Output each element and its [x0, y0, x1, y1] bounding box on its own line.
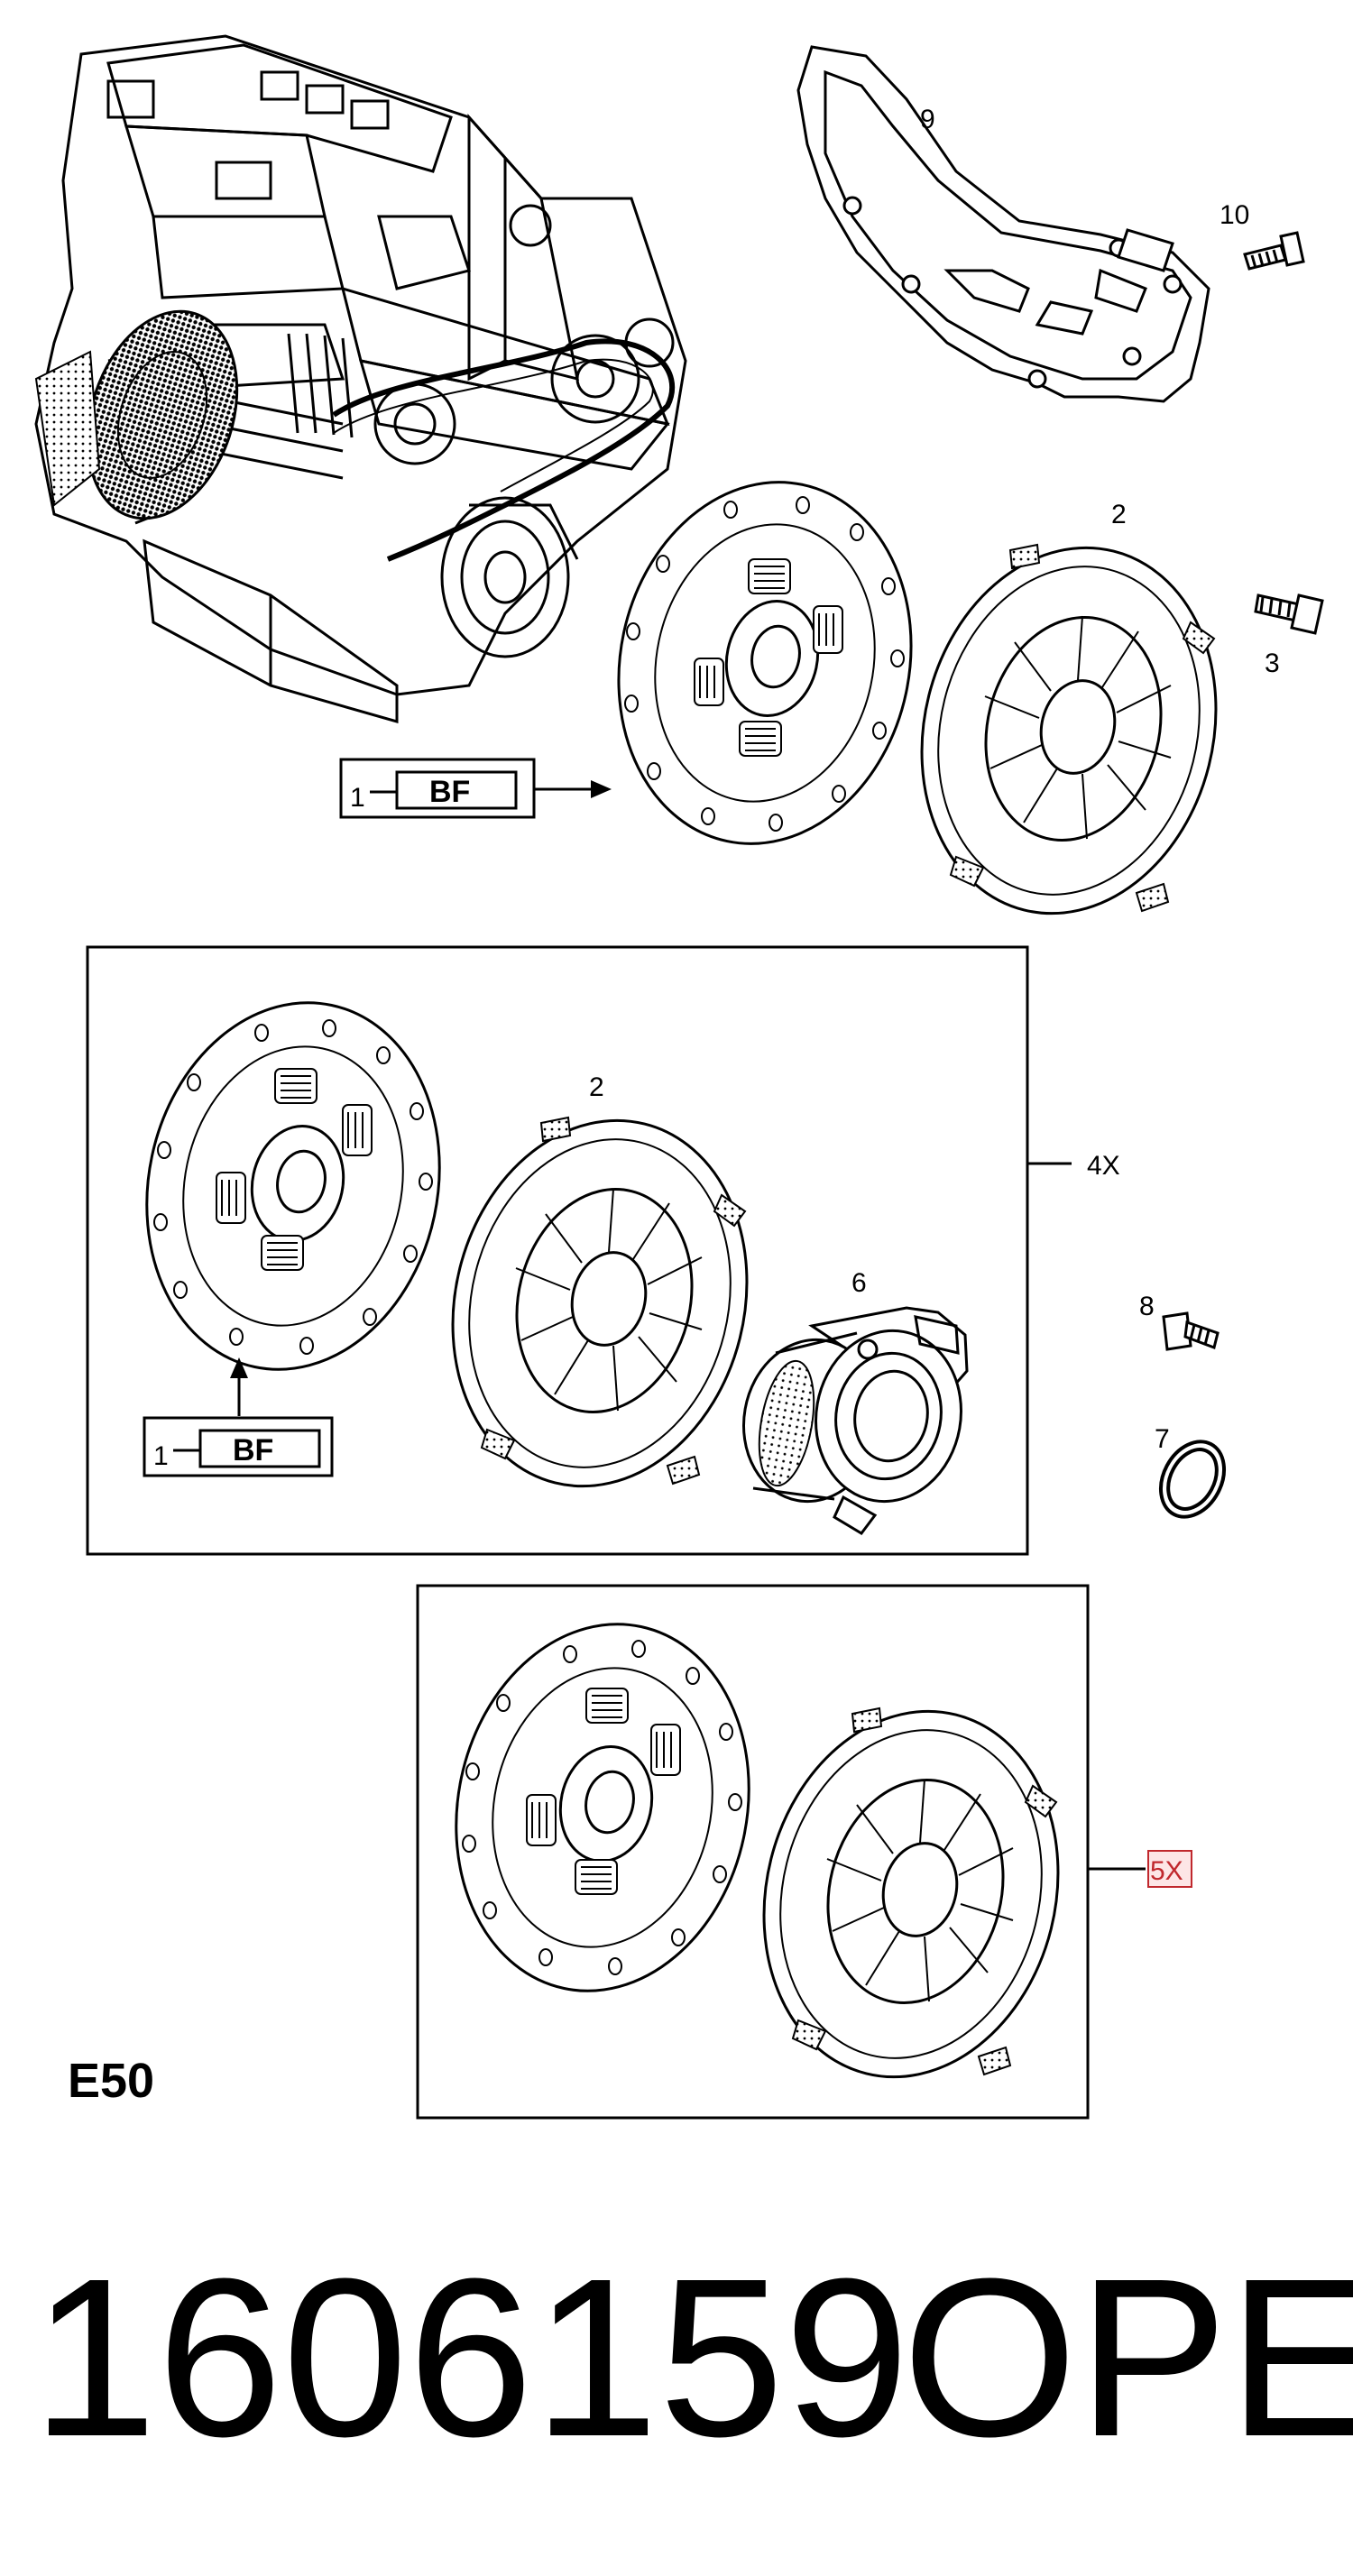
- pressure-plate-kit4: [451, 1116, 749, 1488]
- part-label-pressure-plate-kit: 2: [589, 1072, 604, 1102]
- part-label-shield-bolt: 10: [1220, 200, 1249, 230]
- bolt-8-part: [1162, 1311, 1220, 1351]
- release-bearing-part: [742, 1306, 969, 1535]
- part-label-pressure-plate-top: 2: [1111, 500, 1127, 529]
- clutch-disc-top: [617, 481, 913, 845]
- clutch-disc-kit5: [455, 1623, 750, 1992]
- bolt-3-part: [1254, 593, 1324, 635]
- kit-5x-highlight[interactable]: [1147, 1850, 1192, 1888]
- part-label-release-bearing: 6: [851, 1268, 867, 1298]
- part-label-pressure-plate-bolt: 3: [1265, 649, 1280, 678]
- clutch-shield-part: [796, 45, 1210, 403]
- engine-illustration: [34, 34, 687, 723]
- kit-5x-label: 5X: [1150, 1856, 1183, 1886]
- diagram-code: E50: [68, 2054, 154, 2108]
- brand-name: OPEL: [902, 2231, 1353, 2483]
- part-label-bolt-8: 8: [1139, 1292, 1155, 1321]
- callout-code-top: BF: [429, 775, 470, 809]
- part-label-shield: 9: [920, 105, 935, 134]
- bf-callout-top: 1 BF: [339, 758, 612, 819]
- flywheel-illustration: [34, 309, 239, 520]
- callout-qty-top: 1: [350, 783, 365, 813]
- part-number: 1606159: [32, 2231, 909, 2483]
- callout-qty-kit: 1: [153, 1441, 169, 1471]
- clutch-disc-kit4: [145, 1001, 441, 1371]
- kit-5x-box: [416, 1584, 1090, 2120]
- bolt-10-part: [1243, 231, 1305, 271]
- kit-4x-box: [86, 945, 1029, 1556]
- part-label-seal-ring: 7: [1155, 1424, 1170, 1454]
- callout-code-kit: BF: [233, 1433, 273, 1467]
- pressure-plate-top: [920, 543, 1218, 915]
- kit-4x-label: 4X: [1087, 1151, 1120, 1181]
- pressure-plate-kit5: [762, 1707, 1060, 2079]
- bf-callout-kit: 1 BF: [143, 1357, 334, 1477]
- seal-ring-part: [1158, 1440, 1227, 1519]
